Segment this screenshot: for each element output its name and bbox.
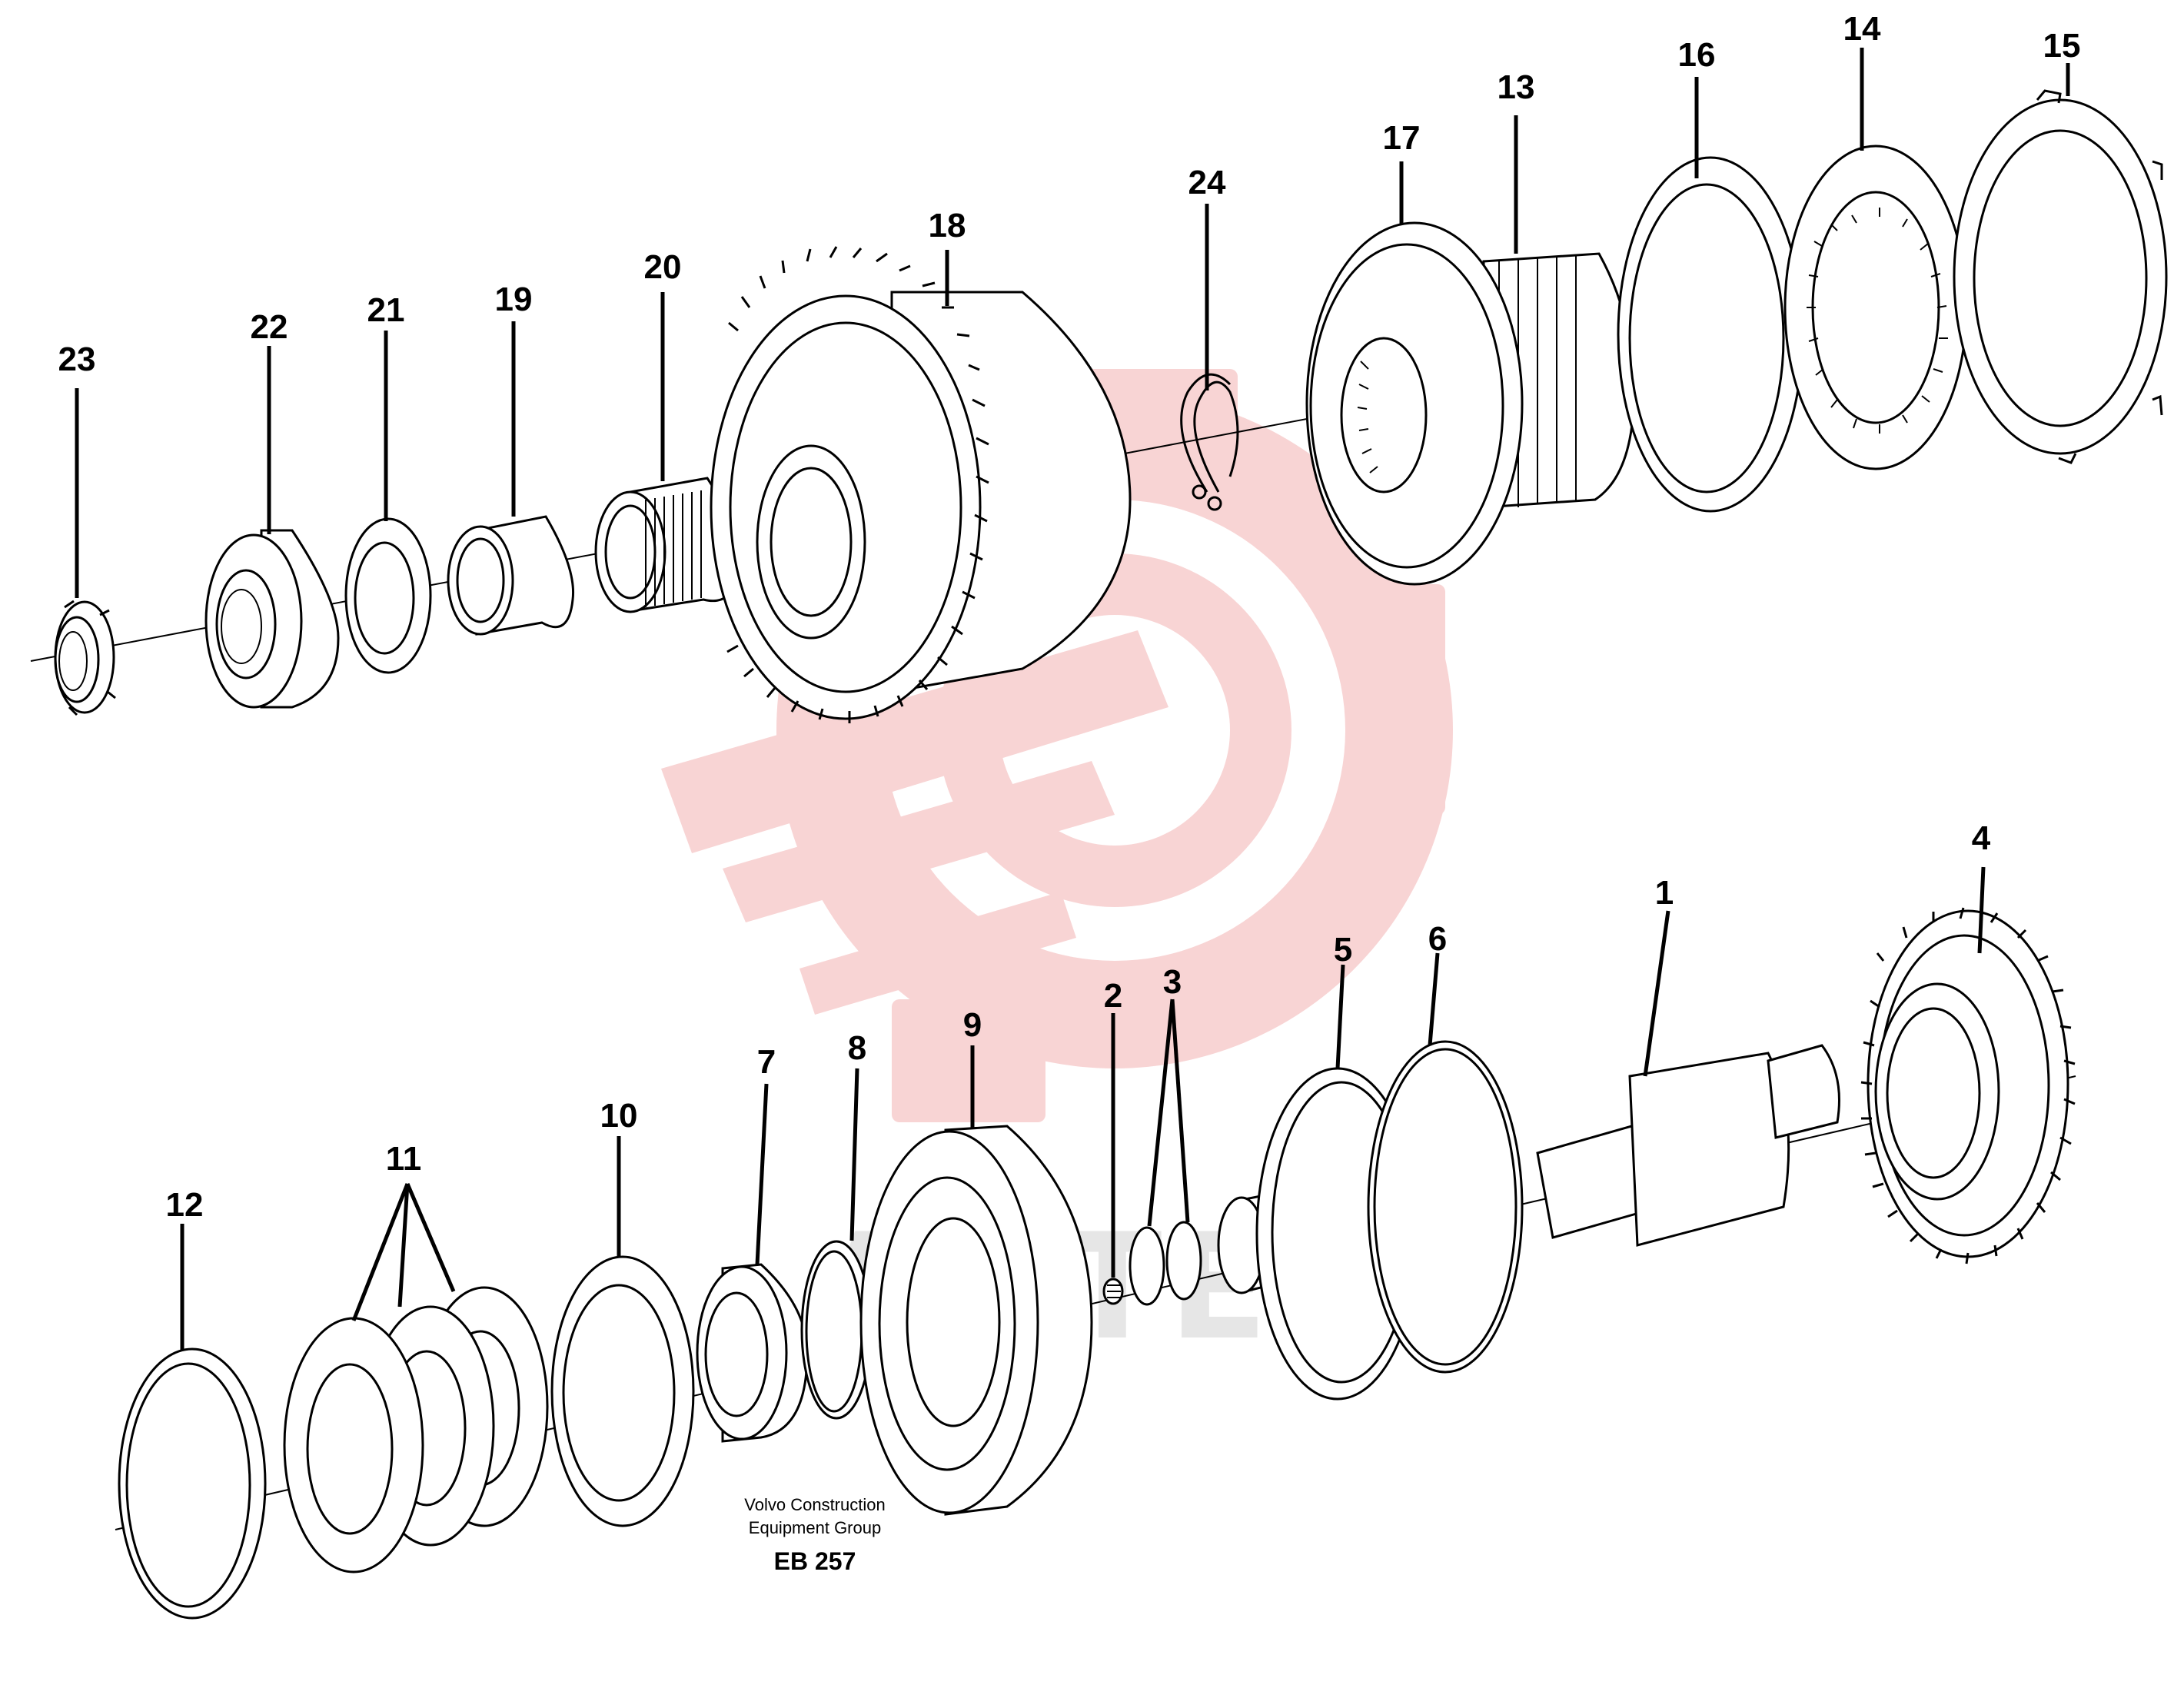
callout-6: 6 <box>1428 920 1447 958</box>
callout-16: 16 <box>1678 36 1716 74</box>
part-10-plate <box>550 1255 695 1527</box>
callout-17: 17 <box>1383 119 1421 157</box>
part-11-plates <box>283 1286 549 1573</box>
part-9-piston <box>859 1125 1093 1516</box>
callout-23: 23 <box>58 341 96 378</box>
part-16-plate <box>1617 156 1804 513</box>
part-24-circlip <box>1180 373 1239 511</box>
callout-9: 9 <box>963 1006 982 1044</box>
callout-3: 3 <box>1163 963 1182 1001</box>
caption-line-1: Volvo Construction <box>744 1495 885 1514</box>
callout-10: 10 <box>600 1097 638 1135</box>
callout-11: 11 <box>386 1140 422 1178</box>
caption-line-2: Equipment Group <box>749 1518 881 1537</box>
callout-8: 8 <box>848 1029 866 1067</box>
callout-2: 2 <box>1104 977 1122 1015</box>
part-14-friction-disc <box>1783 145 1968 470</box>
part-18-gear-drum <box>710 246 1132 723</box>
callout-7: 7 <box>757 1043 776 1081</box>
part-6-o-ring <box>1367 1040 1524 1374</box>
callout-15: 15 <box>2043 27 2081 65</box>
callout-22: 22 <box>251 308 288 346</box>
callout-13: 13 <box>1498 68 1535 106</box>
callout-1: 1 <box>1655 874 1674 912</box>
callout-20: 20 <box>644 248 682 286</box>
part-4-gear <box>1860 907 2076 1264</box>
callout-labels: 23 22 21 19 20 18 24 17 13 16 14 15 4 1 … <box>58 10 2081 1224</box>
leader-lines <box>75 48 2070 1351</box>
part-12-ring <box>118 1347 267 1620</box>
part-23-lock-nut <box>54 600 116 716</box>
callout-19: 19 <box>495 281 533 318</box>
part-15-steel-plate <box>1953 89 2168 464</box>
part-8-o-ring <box>800 1240 873 1420</box>
drawing-code: EB 257 <box>774 1547 856 1575</box>
callout-24: 24 <box>1188 164 1226 201</box>
callout-12: 12 <box>166 1186 204 1224</box>
part-7-piston <box>696 1263 809 1443</box>
callout-18: 18 <box>929 207 966 244</box>
caption-block: Volvo Construction Equipment Group EB 25… <box>744 1495 885 1575</box>
part-17-13-clutch-hub <box>1305 221 1635 586</box>
callout-21: 21 <box>367 291 405 329</box>
part-21-ring <box>344 517 432 674</box>
callout-5: 5 <box>1334 931 1352 969</box>
callout-4: 4 <box>1972 819 1991 857</box>
part-2-nozzle <box>1102 1278 1124 1305</box>
part-22-bearing <box>204 529 340 709</box>
part-3-rings <box>1129 1221 1202 1306</box>
part-19-sleeve <box>447 515 575 636</box>
callout-14: 14 <box>1843 10 1881 48</box>
